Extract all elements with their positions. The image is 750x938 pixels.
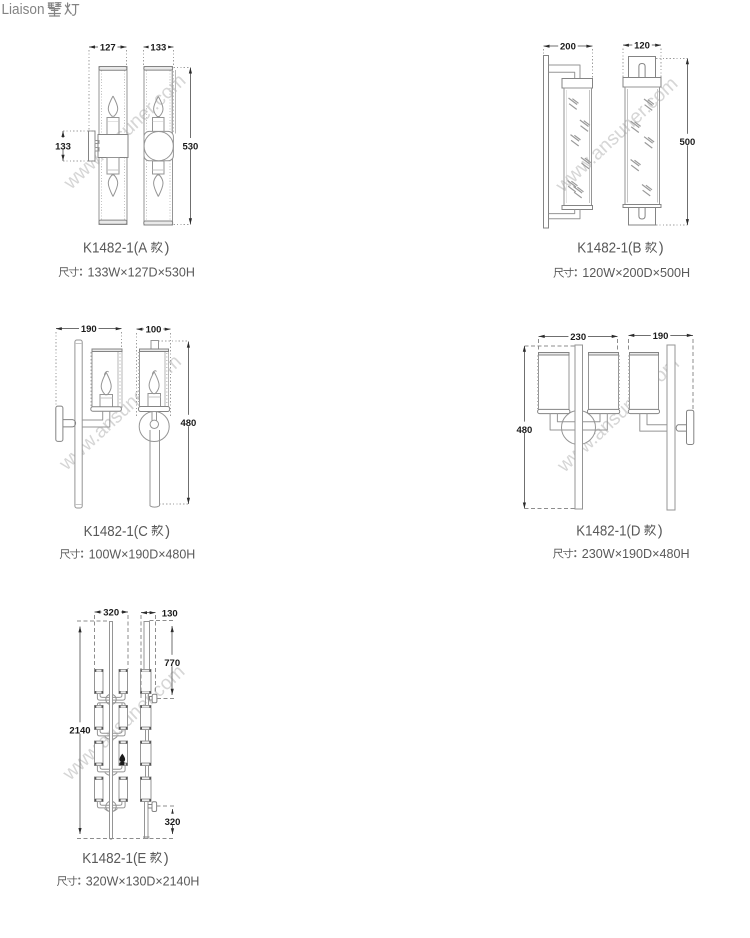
svg-text:133W×127D×530H: 133W×127D×530H: [88, 264, 195, 279]
svg-text:500: 500: [679, 137, 695, 148]
svg-text:K1482-1(E: K1482-1(E: [82, 851, 146, 867]
svg-text:770: 770: [164, 658, 180, 669]
svg-text:127: 127: [100, 42, 116, 53]
svg-text:230: 230: [570, 332, 586, 343]
svg-text:): ): [164, 851, 169, 867]
svg-text:): ): [165, 241, 170, 257]
svg-text:Liaison: Liaison: [2, 2, 45, 18]
svg-text:130: 130: [162, 608, 178, 619]
svg-text:190: 190: [653, 331, 669, 342]
svg-text:133: 133: [150, 42, 166, 53]
svg-text:190: 190: [81, 324, 97, 335]
svg-text:320: 320: [103, 607, 119, 618]
svg-text:230W×190D×480H: 230W×190D×480H: [582, 546, 690, 561]
svg-text:K1482-1(D: K1482-1(D: [576, 523, 640, 539]
svg-text:480: 480: [516, 425, 532, 436]
svg-text:480: 480: [180, 418, 196, 429]
svg-text:): ): [165, 524, 170, 540]
svg-text:320: 320: [165, 817, 181, 828]
svg-text:133: 133: [55, 141, 71, 152]
svg-text:): ): [658, 523, 663, 539]
svg-text:530: 530: [182, 141, 198, 152]
svg-text:120W×200D×500H: 120W×200D×500H: [582, 265, 690, 280]
svg-text:200: 200: [560, 42, 576, 53]
svg-text:K1482-1(C: K1482-1(C: [84, 524, 148, 540]
svg-text:K1482-1(A: K1482-1(A: [83, 241, 147, 257]
svg-text:K1482-1(B: K1482-1(B: [577, 241, 641, 257]
svg-text:): ): [659, 241, 664, 257]
svg-text:320W×130D×2140H: 320W×130D×2140H: [86, 873, 200, 888]
svg-text:120: 120: [634, 41, 650, 52]
svg-text:2140: 2140: [69, 726, 90, 737]
svg-text:100W×190D×480H: 100W×190D×480H: [89, 546, 196, 561]
svg-text:100: 100: [146, 325, 162, 336]
